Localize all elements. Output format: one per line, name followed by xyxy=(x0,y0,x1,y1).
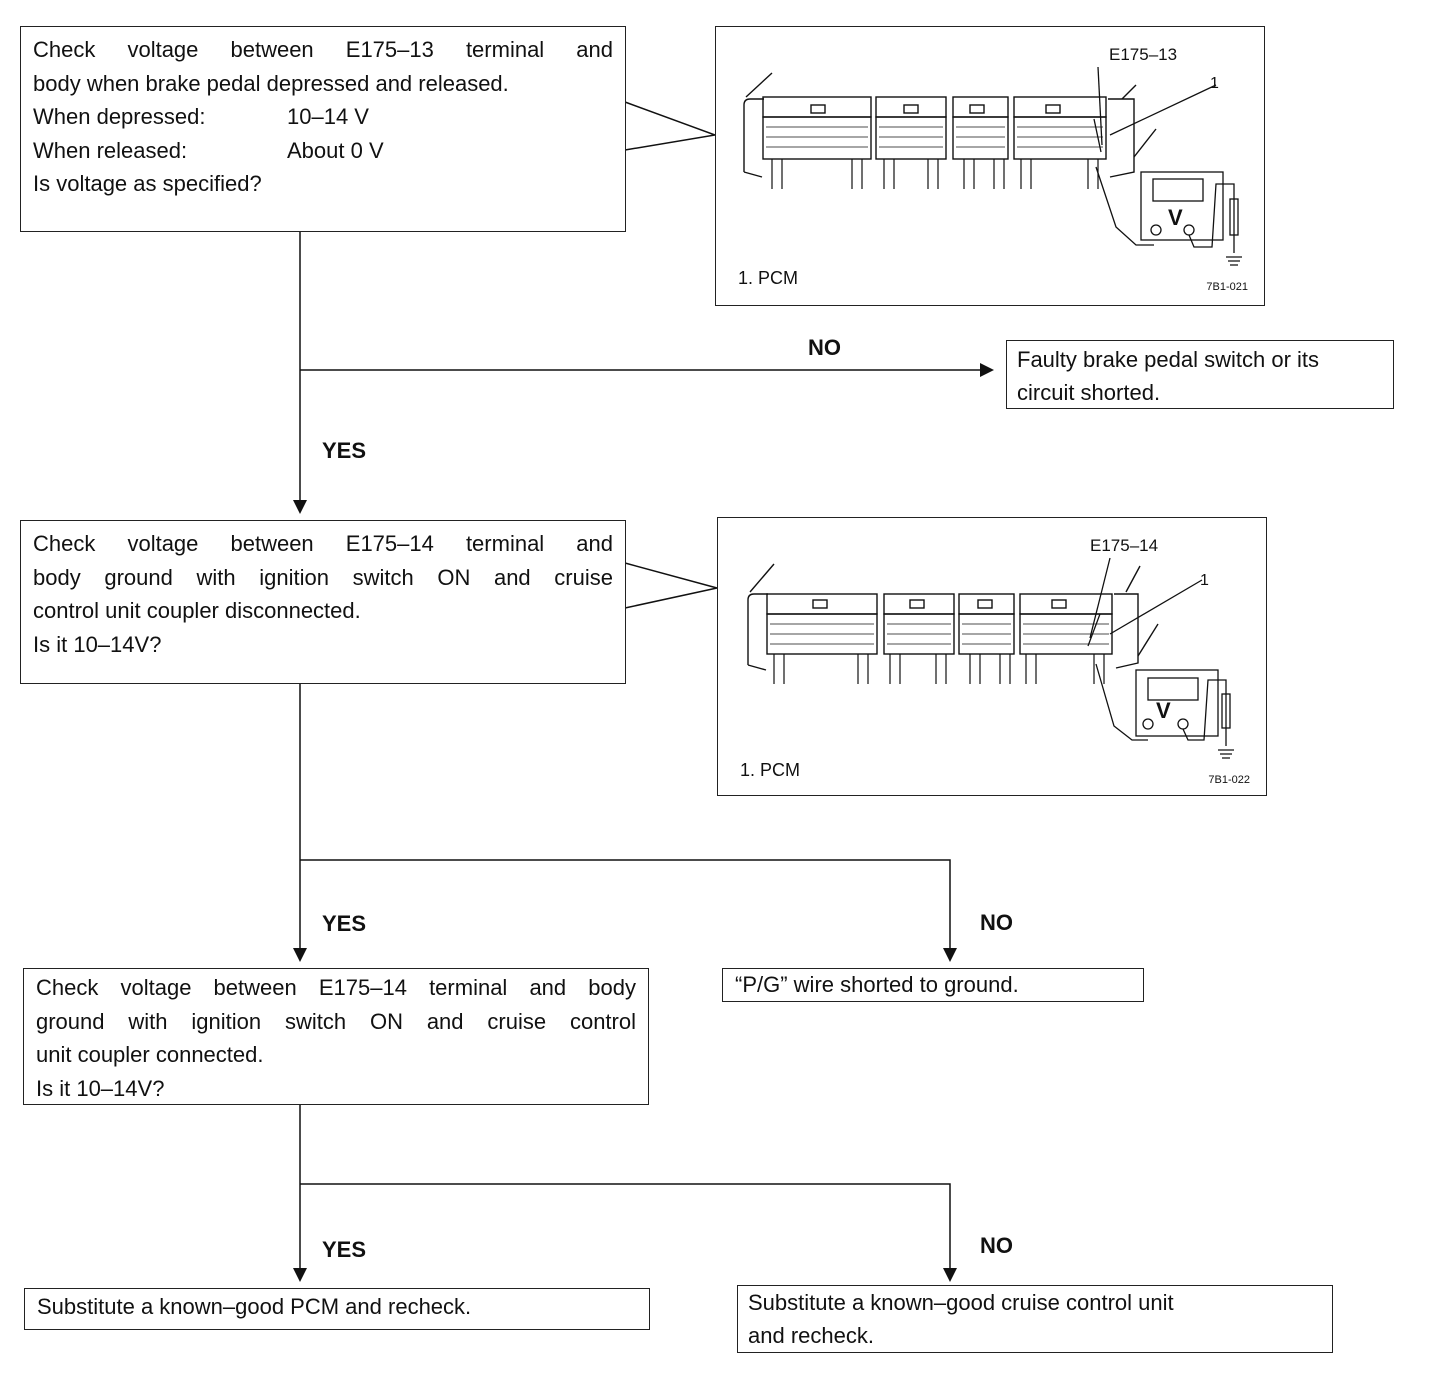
pcm-figure-1: V E175–13 1 1. PCM 7B1-021 xyxy=(715,26,1265,306)
result3-line-1: Substitute a known–good PCM and recheck. xyxy=(37,1294,472,1319)
step2-box: Check voltage between E175–14 terminal a… xyxy=(20,520,626,684)
step1-line-1: Check voltage between E175–13 terminal a… xyxy=(33,37,613,62)
no-label-2: NO xyxy=(980,910,1013,935)
figure-caption-2: 1. PCM xyxy=(740,760,801,780)
no-label-1: NO xyxy=(808,335,841,360)
result4-line-1: Substitute a known–good cruise control u… xyxy=(748,1290,1174,1315)
step3-line-1: Check voltage between E175–14 terminal a… xyxy=(36,975,636,1000)
released-row: When released: About 0 V xyxy=(33,134,613,168)
connector-step2-no xyxy=(300,859,957,962)
depressed-value: 10–14 V xyxy=(287,104,369,129)
figure-caption-1: 1. PCM xyxy=(738,268,799,288)
voltmeter-label-1: V xyxy=(1168,205,1183,230)
step3-box: Check voltage between E175–14 terminal a… xyxy=(23,968,649,1105)
result1-box: Faulty brake pedal switch or its circuit… xyxy=(1006,340,1394,409)
released-value: About 0 V xyxy=(287,137,384,163)
result4-box: Substitute a known–good cruise control u… xyxy=(737,1285,1333,1353)
callout-1-fig2: 1 xyxy=(1200,572,1209,589)
step2-line-3: control unit coupler disconnected. xyxy=(33,598,361,623)
yes-label-1: YES xyxy=(322,438,367,463)
released-label: When released: xyxy=(33,137,188,163)
result1-line-1: Faulty brake pedal switch or its xyxy=(1017,347,1320,372)
connector-step3-no xyxy=(300,1183,957,1282)
step2-line-1: Check voltage between E175–14 terminal a… xyxy=(33,531,613,556)
step1-line-2: body when brake pedal depressed and rele… xyxy=(33,70,509,96)
result2-box: “P/G” wire shorted to ground. xyxy=(722,968,1144,1002)
step1-box: Check voltage between E175–13 terminal a… xyxy=(20,26,626,232)
step3-line-3: unit coupler connected. xyxy=(36,1042,264,1067)
voltmeter-label-2: V xyxy=(1156,698,1171,723)
yes-label-2: YES xyxy=(322,911,367,936)
terminal-label-1: E175–13 xyxy=(1109,45,1178,64)
step2-line-2: body ground with ignition switch ON and … xyxy=(33,564,613,590)
yes-label-3: YES xyxy=(322,1237,367,1262)
step2-line-4: Is it 10–14V? xyxy=(33,631,162,657)
pointer-step1-fig1 xyxy=(624,101,718,151)
result3-box: Substitute a known–good PCM and recheck. xyxy=(24,1288,650,1330)
result1-line-2: circuit shorted. xyxy=(1017,380,1161,405)
callout-1-fig1: 1 xyxy=(1210,75,1219,92)
depressed-row: When depressed: 10–14 V xyxy=(33,100,613,134)
pcm-connector-illustration-2: V xyxy=(747,557,1234,759)
figure-code-2: 7B1-022 xyxy=(1208,774,1250,786)
no-label-3: NO xyxy=(980,1233,1013,1258)
result2-line-1: “P/G” wire shorted to ground. xyxy=(735,972,1019,997)
pointer-step2-fig2 xyxy=(624,562,718,609)
pcm-connector-illustration-1: V xyxy=(743,66,1242,266)
terminal-label-2: E175–14 xyxy=(1090,536,1159,555)
depressed-label: When depressed: xyxy=(33,104,206,129)
step3-line-4: Is it 10–14V? xyxy=(36,1075,165,1101)
pcm-figure-2: V E175–14 1 1. PCM 7B1-022 xyxy=(717,517,1267,796)
step1-question: Is voltage as specified? xyxy=(33,171,262,196)
step3-line-2: ground with ignition switch ON and cruis… xyxy=(36,1008,636,1034)
figure-code-1: 7B1-021 xyxy=(1206,281,1248,293)
result4-line-2: and recheck. xyxy=(748,1323,874,1348)
